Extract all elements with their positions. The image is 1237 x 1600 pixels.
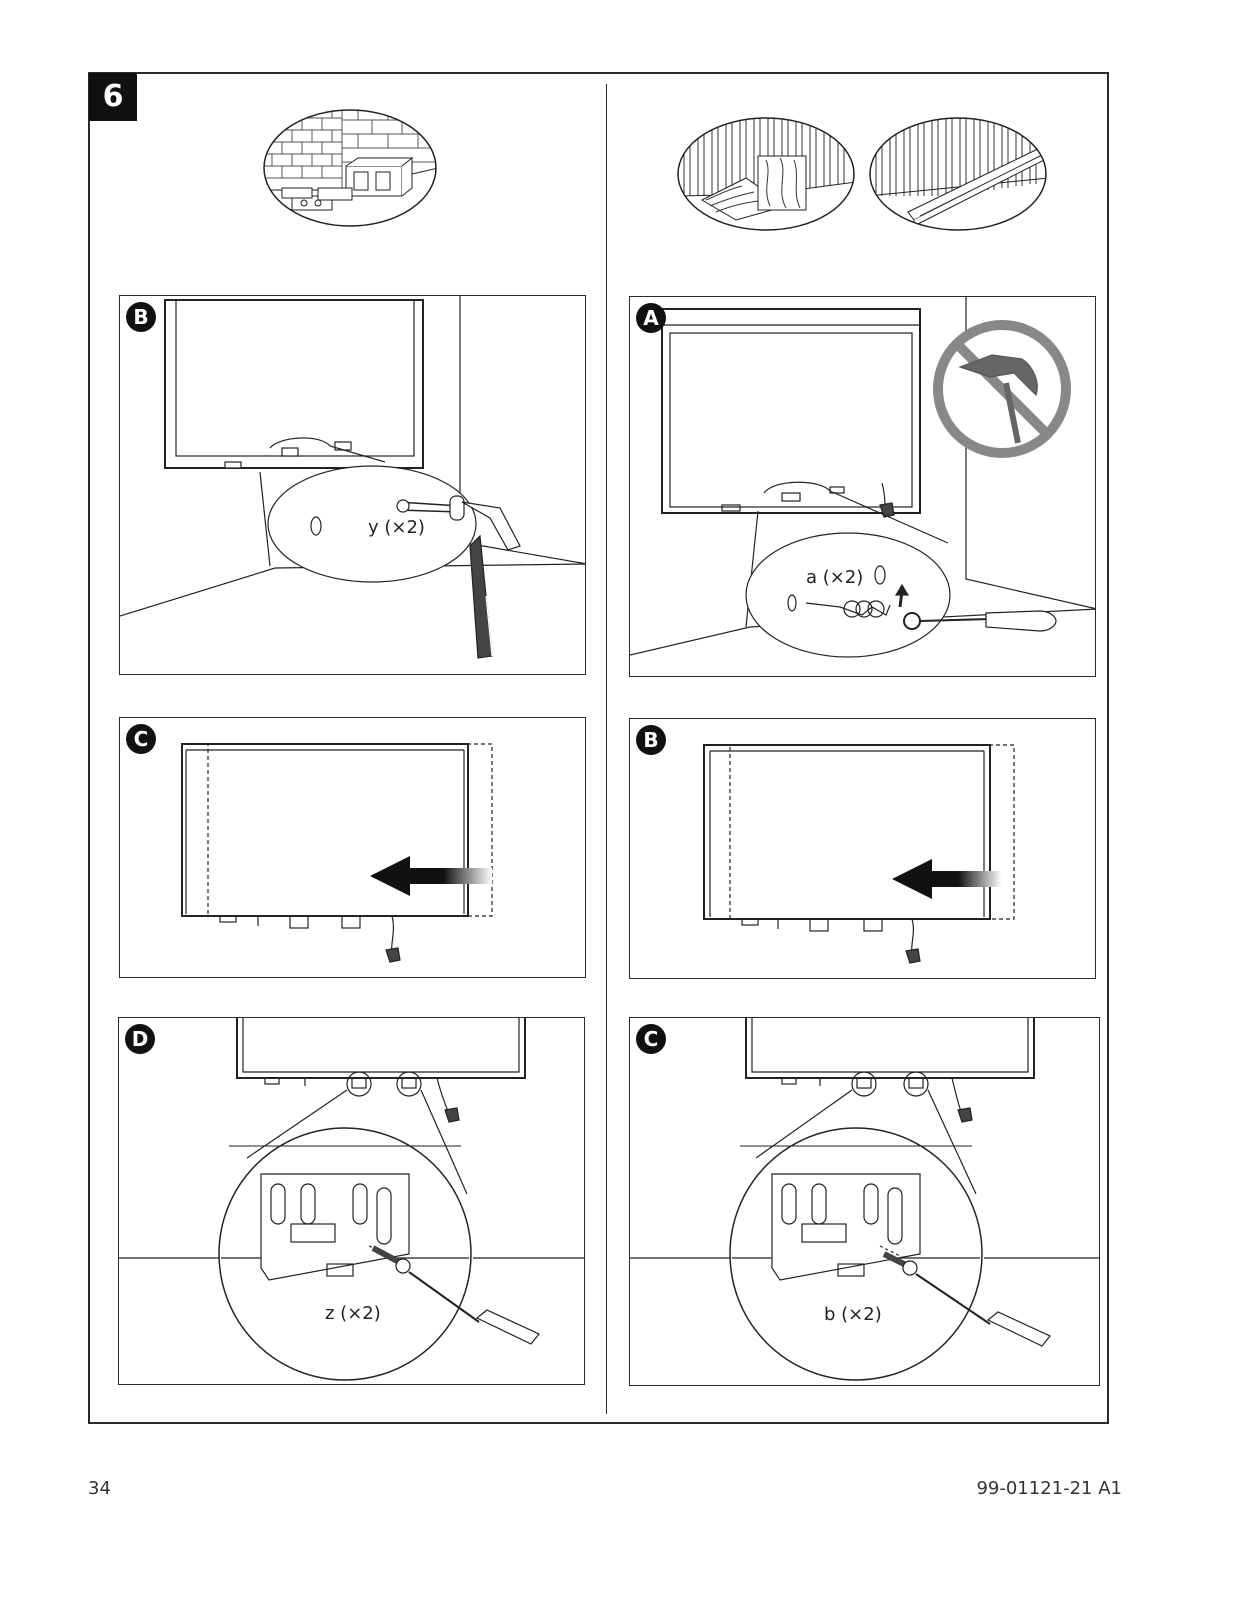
illustration-slide-tv: [120, 718, 586, 978]
panel-letter: B: [126, 302, 156, 332]
illustration-hammer-anchor: [120, 296, 586, 675]
column-divider: [606, 84, 607, 1414]
page-number: 34: [88, 1478, 111, 1499]
panel-letter: C: [126, 724, 156, 754]
quantity-label: a (×2): [806, 567, 863, 588]
panel-letter: D: [125, 1024, 155, 1054]
panel-right-b: B: [629, 718, 1096, 979]
brick-wall-icon: [262, 108, 438, 228]
panel-left-c: C: [119, 717, 586, 978]
illustration-drywall-anchor: [630, 297, 1096, 677]
quantity-label: y (×2): [368, 517, 425, 538]
quantity-label: b (×2): [824, 1304, 882, 1325]
step-number: 6: [89, 73, 137, 121]
illustration-screw-bracket: [119, 1018, 585, 1385]
wood-stud-wall-icon: [676, 116, 856, 232]
quantity-label: z (×2): [325, 1303, 381, 1324]
document-code: 99-01121-21 A1: [976, 1478, 1122, 1499]
metal-stud-wall-icon: [868, 116, 1048, 232]
panel-letter: C: [636, 1024, 666, 1054]
illustration-slide-tv: [630, 719, 1096, 979]
panel-right-a: A: [629, 296, 1096, 677]
panel-left-b: B y (×2): [119, 295, 586, 675]
panel-letter: A: [636, 303, 666, 333]
panel-left-d: D z (×2: [118, 1017, 585, 1385]
illustration-screw-bracket: [630, 1018, 1100, 1386]
panel-right-c: C b (×2: [629, 1017, 1100, 1386]
panel-letter: B: [636, 725, 666, 755]
